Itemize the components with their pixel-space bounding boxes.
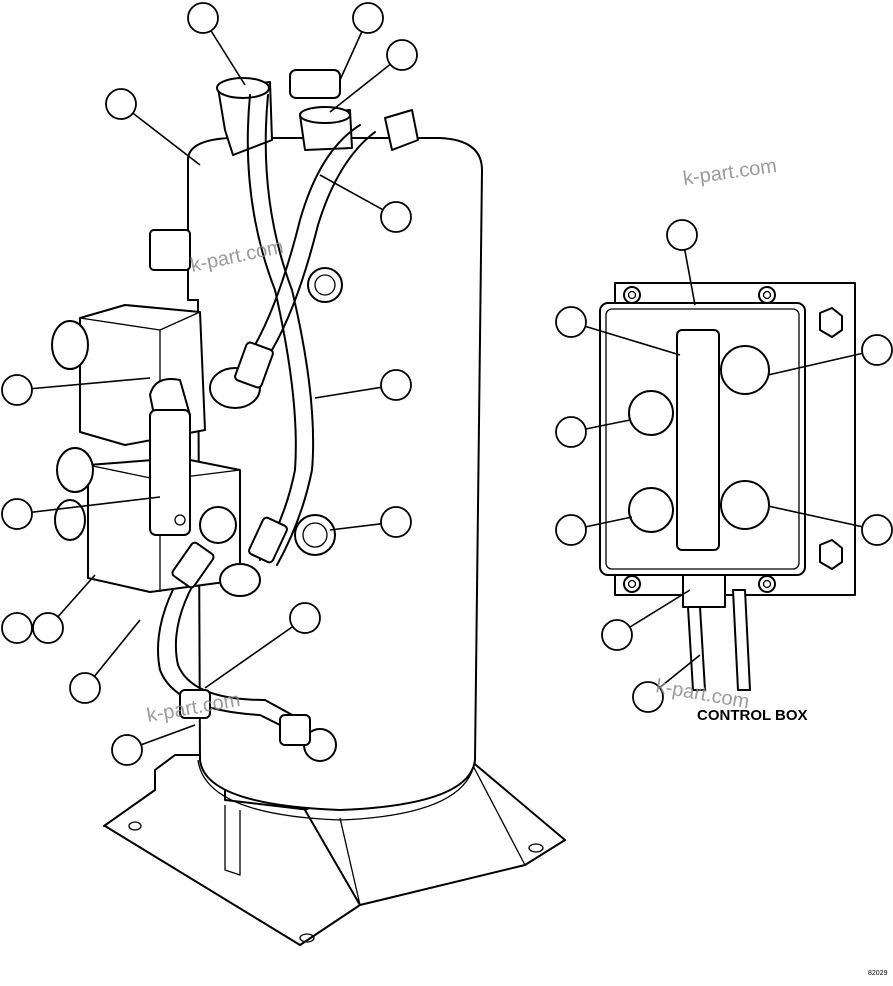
callout-bubble	[1, 374, 33, 406]
callout-bubble	[1, 498, 33, 530]
callout-bubble	[380, 369, 412, 401]
callout-bubble	[352, 2, 384, 34]
drawing-code: 82029	[868, 970, 888, 977]
callout-bubble	[380, 506, 412, 538]
control-box	[599, 282, 856, 691]
callout-bubble	[187, 2, 219, 34]
callout-bubble	[111, 734, 143, 766]
callout-bubble	[555, 514, 587, 546]
hoses	[157, 94, 376, 736]
hose-fittings	[171, 341, 311, 746]
callout-bubble	[380, 201, 412, 233]
callout-bubble	[861, 514, 893, 546]
callout-bubble	[386, 39, 418, 71]
callout-bubble	[666, 219, 698, 251]
callout-bubble	[69, 672, 101, 704]
accumulator-assembly	[51, 69, 566, 946]
callout-bubbles	[1, 2, 893, 766]
callout-bubble	[555, 306, 587, 338]
callout-bubble	[105, 88, 137, 120]
callout-bubble	[601, 619, 633, 651]
callout-bubble	[861, 334, 893, 366]
control-box-label: CONTROL BOX	[697, 707, 808, 724]
top-fittings	[216, 69, 419, 156]
callout-bubble	[32, 612, 64, 644]
callout-bubble	[1, 612, 33, 644]
callout-bubble	[289, 602, 321, 634]
callout-bubble	[632, 681, 664, 713]
watermark-text: k-part.com	[682, 155, 779, 190]
callout-bubble	[555, 416, 587, 448]
